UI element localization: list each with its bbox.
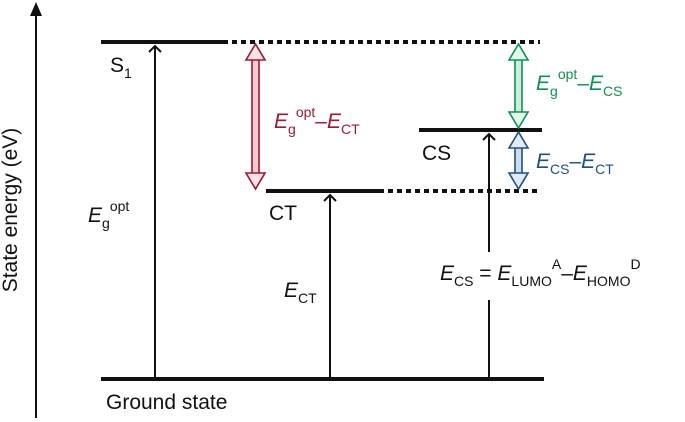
blue-gap-double-arrow: [507, 130, 530, 191]
ecs-equation-label: ECS = ELUMOA–EHOMOD: [440, 256, 641, 289]
y-axis-label: State energy (eV): [0, 128, 22, 293]
cs-label: CS: [422, 142, 451, 165]
y-axis-arrowhead: [30, 2, 42, 16]
eg-minus-ect-label: Egopt–ECT: [274, 104, 360, 137]
eg-opt-label: Egopt: [88, 198, 129, 231]
green-gap-double-arrow: [507, 42, 530, 130]
ect-label: ECT: [284, 279, 317, 306]
red-gap-double-arrow: [244, 42, 267, 191]
s1-label: S1: [110, 54, 132, 81]
ecs-minus-ect-label: ECS–ECT: [536, 150, 614, 177]
eg-minus-ecs-label: Egopt–ECS: [536, 66, 622, 99]
ground-state-label: Ground state: [106, 391, 227, 414]
ct-label: CT: [269, 202, 297, 225]
